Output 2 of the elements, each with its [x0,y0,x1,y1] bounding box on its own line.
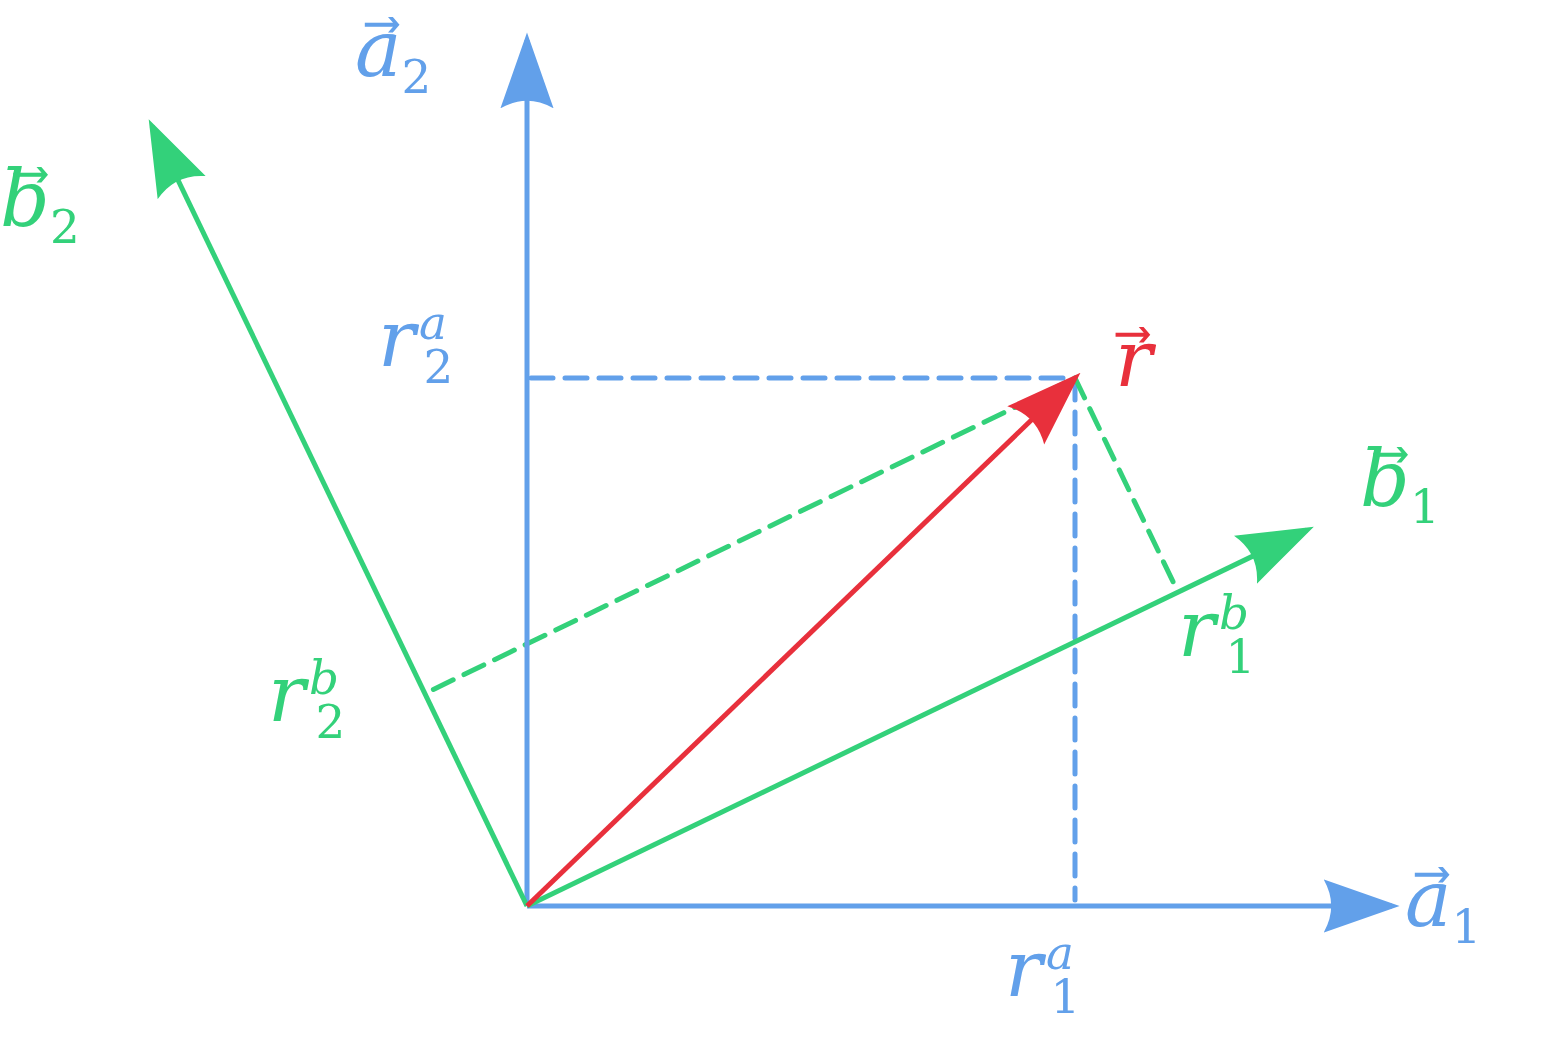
vector-label: a⃗$_{2}$ [355,10,432,101]
vector-label: a⃗$_{1}$ [1405,860,1482,951]
